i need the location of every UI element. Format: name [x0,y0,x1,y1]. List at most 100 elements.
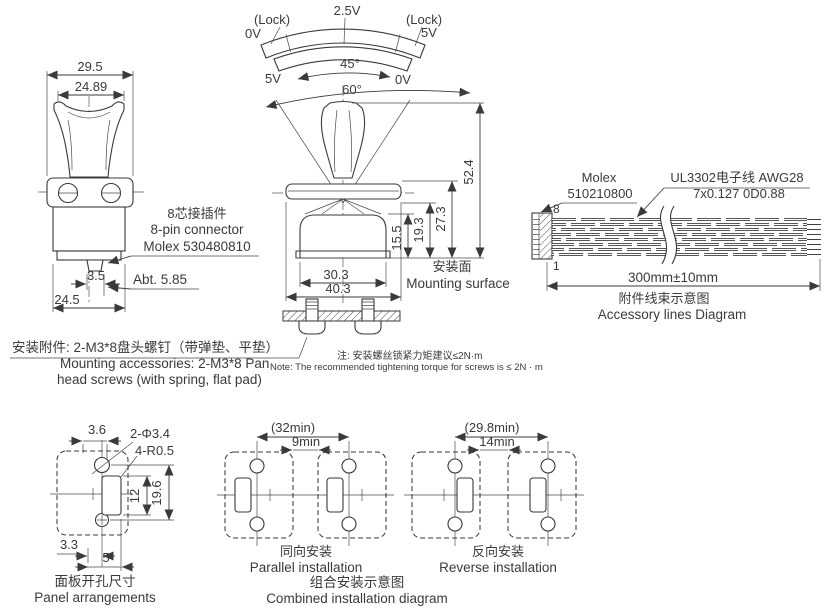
dim-29-5: 29.5 [77,59,102,74]
combined-title-cn: 组合安装示意图 [310,574,405,590]
front-body [299,214,387,259]
p1-hole-top [249,458,265,474]
lock-separator-right [395,34,401,53]
parallel-label-en: Parallel installation [250,560,363,575]
screw-1 [296,298,328,335]
torque-note-cn: 注: 安装螺丝锁紧力矩建议≤2N·m [337,349,483,362]
panel-cross-section [282,310,401,322]
pin-1-label: 1 [553,259,560,273]
r2-slot [529,477,547,513]
reverse-unit-2 [507,451,577,539]
dim-24-5: 24.5 [54,292,79,307]
harness-title-en: Accessory lines Diagram [598,307,747,322]
lock-right-label: (Lock) [406,12,442,27]
parallel-label-cn: 同向安装 [280,544,332,559]
wire-type-label: UL3302电子线 AWG28 [670,170,803,185]
panel-cutout: 3.6 2-Φ3.4 4-R0.5 12 19.6 3.3 5 面板开孔尺寸 P… [34,422,174,605]
r1-slot [456,477,474,513]
r2-hole-bottom [540,516,556,532]
dim-27-3: 27.3 [433,206,448,231]
wire-break-right [669,205,678,265]
lock-separator-left [285,34,291,53]
side-handle-contours [67,119,111,171]
angle-60-arc [265,87,471,109]
lock-right-leader [414,26,423,47]
dim-radius-label: 4-R0.5 [135,443,174,458]
side-handle [53,101,125,178]
screw-2 [352,298,384,335]
panel-hole-bottom-cross [97,515,107,525]
dim-24-89: 24.89 [75,79,108,94]
v5-right-label: 5V [421,25,437,40]
side-view: 29.5 24.89 3.5 Abt. 5.85 24.5 8芯接插件 8-pi… [38,59,259,313]
connector-part-label: Molex 530480810 [143,239,250,254]
dim-12: 12 [127,489,142,503]
screw-1-head [298,320,326,335]
mounting-surface-en: Mounting surface [406,276,510,291]
front-handle-contour-right [348,109,353,173]
reverse-gap: 14min [479,434,514,449]
mounting-surface-cn: 安装面 [432,259,471,274]
voltage-gauge: (Lock) 0V 2.5V (Lock) 5V 5V 0V 45° 60° [245,3,471,204]
torque-note-en: Note: The recommended tightening torque … [270,362,543,373]
side-body [52,206,126,252]
v0-right-label: 0V [395,72,411,87]
wire-break-left [659,205,668,265]
accessory-harness: Molex 510210800 UL3302电子线 AWG28 7x0.127 … [531,170,821,322]
screws-leader [298,336,308,359]
outer-voltage-band [260,28,426,59]
conn-leader [540,202,563,213]
angle-45-arc [297,70,391,81]
harness-connector-pins [533,219,540,255]
p1-slot [234,477,252,513]
harness-conn-name: Molex [582,170,617,185]
connector-leader [107,255,132,265]
reverse-unit-1 [411,451,481,539]
front-handle [320,100,366,179]
boot-fold-lines [304,198,382,215]
front-flange [285,183,402,200]
dim-30-3: 30.3 [323,267,348,282]
dim-3-5: 3.5 [87,268,105,283]
center-voltage-tick [343,17,346,45]
harness-wire-splits [552,219,807,255]
dim-5: 5 [102,550,109,565]
dim-15-5: 15.5 [389,225,404,250]
r2-hole-top [540,458,556,474]
pin-8-label: 8 [553,202,560,216]
screws-label-en2: head screws (with spring, flat pad) [57,372,262,387]
r1-hole-bottom [447,516,463,532]
harness-conn-part: 510210800 [567,186,632,201]
angle-45-label: 45° [340,56,360,71]
dim-19-6: 19.6 [149,480,164,505]
reverse-installation: (29.8min) 14min 反向安装 Reverse installatio… [404,420,584,575]
reverse-dim: (29.8min) [465,420,520,435]
panel-slot [101,475,122,516]
screw-2-head [354,320,382,335]
panel-title-cn: 面板开孔尺寸 [55,574,136,589]
wire-spec-label: 7x0.127 0D0.88 [693,186,785,201]
reverse-label-en: Reverse installation [439,560,557,575]
angle-60-label: 60° [342,82,362,97]
connector-label-en: 8-pin connector [150,222,244,237]
p1-hole-bottom [249,516,265,532]
dim-holes-label: 2-Φ3.4 [130,426,170,441]
v-center-label: 2.5V [334,3,361,18]
p2-hole-bottom [341,516,357,532]
panel-outline [56,450,129,536]
v5-left-label: 5V [265,71,281,86]
holes-leader [91,441,134,475]
parallel-installation: (32min) 9min 同向安装 Parallel installation [217,420,394,575]
p2-hole-top [341,458,357,474]
dim-pin-leader [107,283,132,293]
dim-52-4: 52.4 [461,159,476,184]
parallel-unit-1 [224,451,294,539]
harness-connector-crimp [540,213,552,259]
reverse-label-cn: 反向安装 [472,544,524,559]
dim-300: 300mm±10mm [628,270,718,285]
harness-title-cn: 附件线束示意图 [618,291,709,306]
dim-3-6: 3.6 [88,422,106,437]
parallel-gap: 9min [292,434,320,449]
